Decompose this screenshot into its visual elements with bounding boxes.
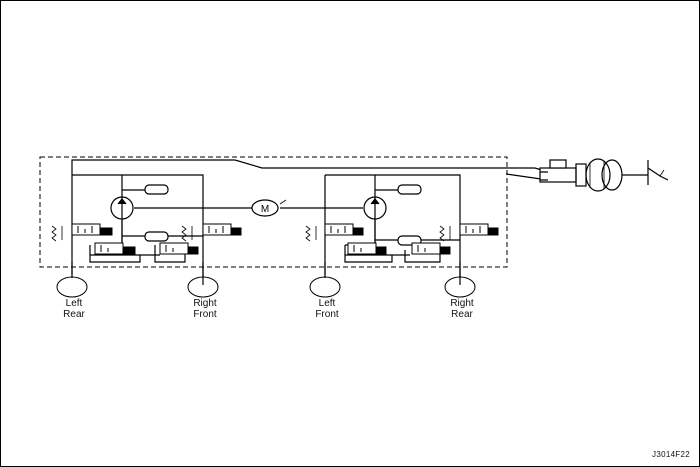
brake-pedal-icon	[647, 160, 669, 185]
valve-springs	[51, 225, 451, 242]
motor-icon	[251, 199, 287, 217]
wheel-label-line2: Front	[315, 309, 339, 320]
wheel-left-front	[309, 276, 341, 298]
wheel-left-rear	[56, 276, 88, 298]
pump-right	[363, 196, 387, 220]
wheel-label-right-rear: Right Rear	[432, 298, 492, 320]
wheel-label-line2: Front	[193, 309, 217, 320]
wheel-label-line1: Left	[318, 298, 336, 309]
modulator-boundary	[39, 156, 508, 268]
left-circuit	[71, 174, 252, 285]
wheel-label-left-front: Left Front	[297, 298, 357, 320]
motor-label: M	[261, 204, 269, 215]
solenoid-valves	[71, 223, 499, 255]
wheel-label-line2: Rear	[451, 309, 473, 320]
wheel-label-line1: Left	[65, 298, 83, 309]
wheel-label-line1: Right	[193, 298, 217, 309]
wheel-right-rear	[444, 276, 476, 298]
wheel-lines	[71, 262, 461, 278]
master-cylinder-icon	[539, 159, 577, 183]
pump-left	[110, 196, 134, 220]
wheel-right-front	[187, 276, 219, 298]
wheel-label-left-rear: Left Rear	[44, 298, 104, 320]
wheel-label-line2: Rear	[63, 309, 85, 320]
wheel-label-right-front: Right Front	[175, 298, 235, 320]
wheel-label-line1: Right	[450, 298, 474, 309]
wheel-brakes	[56, 276, 476, 298]
brake-booster-icon	[575, 158, 648, 192]
figure-code: J3014F22	[652, 450, 690, 459]
